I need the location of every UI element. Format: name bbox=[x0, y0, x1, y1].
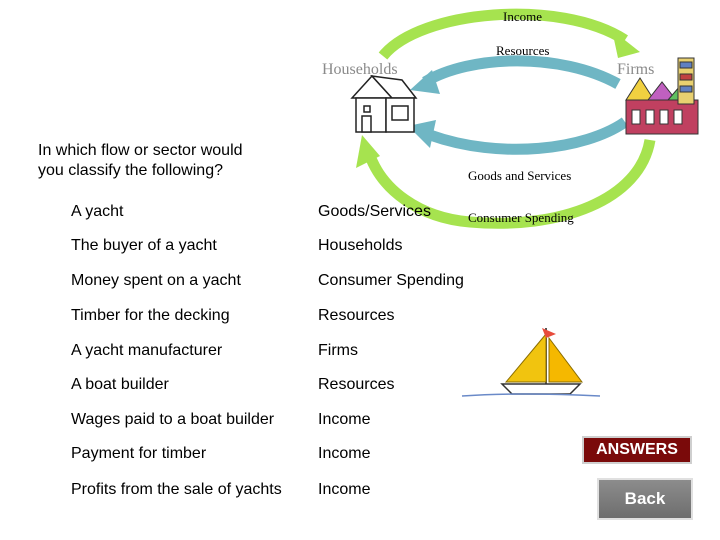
answer-label: Income bbox=[318, 481, 371, 498]
item-label: The buyer of a yacht bbox=[71, 237, 217, 254]
item-label: Payment for timber bbox=[71, 445, 207, 462]
sailboat-icon bbox=[461, 328, 601, 397]
answer-label: Resources bbox=[318, 376, 395, 393]
firms-sector-label: Firms bbox=[617, 61, 655, 78]
answer-label: Goods/Services bbox=[318, 203, 431, 220]
resources-flow-label: Resources bbox=[496, 43, 550, 58]
back-button[interactable]: Back bbox=[597, 478, 693, 520]
answer-label: Consumer Spending bbox=[318, 272, 464, 289]
inner-flow-ring bbox=[408, 55, 629, 155]
list-item: Payment for timber Income bbox=[0, 445, 560, 469]
list-item: A yacht Goods/Services bbox=[0, 203, 560, 227]
outer-flow-ring bbox=[356, 8, 656, 229]
item-label: A yacht manufacturer bbox=[71, 342, 223, 359]
list-item: A boat builder Resources bbox=[0, 376, 560, 400]
question-line-2: you classify the following? bbox=[38, 162, 223, 179]
list-item: Timber for the decking Resources bbox=[0, 307, 560, 331]
answers-button[interactable]: ANSWERS bbox=[582, 436, 692, 464]
house-icon bbox=[350, 74, 418, 133]
households-sector-label: Households bbox=[322, 61, 398, 78]
item-label: A boat builder bbox=[71, 376, 169, 393]
answer-label: Income bbox=[318, 445, 371, 462]
list-item: Profits from the sale of yachts Income bbox=[0, 481, 560, 505]
item-label: A yacht bbox=[71, 203, 124, 220]
list-item: Money spent on a yacht Consumer Spending bbox=[0, 272, 560, 296]
income-flow-label: Income bbox=[503, 9, 542, 24]
question-line-1: In which flow or sector would bbox=[38, 142, 243, 159]
item-label: Profits from the sale of yachts bbox=[71, 481, 282, 498]
list-item: The buyer of a yacht Households bbox=[0, 237, 560, 261]
answer-label: Income bbox=[318, 411, 371, 428]
factory-icon bbox=[625, 57, 699, 135]
list-item: A yacht manufacturer Firms bbox=[0, 342, 560, 366]
list-item: Wages paid to a boat builder Income bbox=[0, 411, 560, 435]
item-label: Timber for the decking bbox=[71, 307, 230, 324]
answer-label: Firms bbox=[318, 342, 358, 359]
answer-label: Resources bbox=[318, 307, 395, 324]
item-label: Wages paid to a boat builder bbox=[71, 411, 275, 428]
item-label: Money spent on a yacht bbox=[71, 272, 241, 289]
goods-services-flow-label: Goods and Services bbox=[468, 168, 572, 183]
question-text: In which flow or sector would you classi… bbox=[38, 141, 243, 181]
answer-label: Households bbox=[318, 237, 403, 254]
consumer-spending-flow-label: Consumer Spending bbox=[468, 210, 574, 225]
